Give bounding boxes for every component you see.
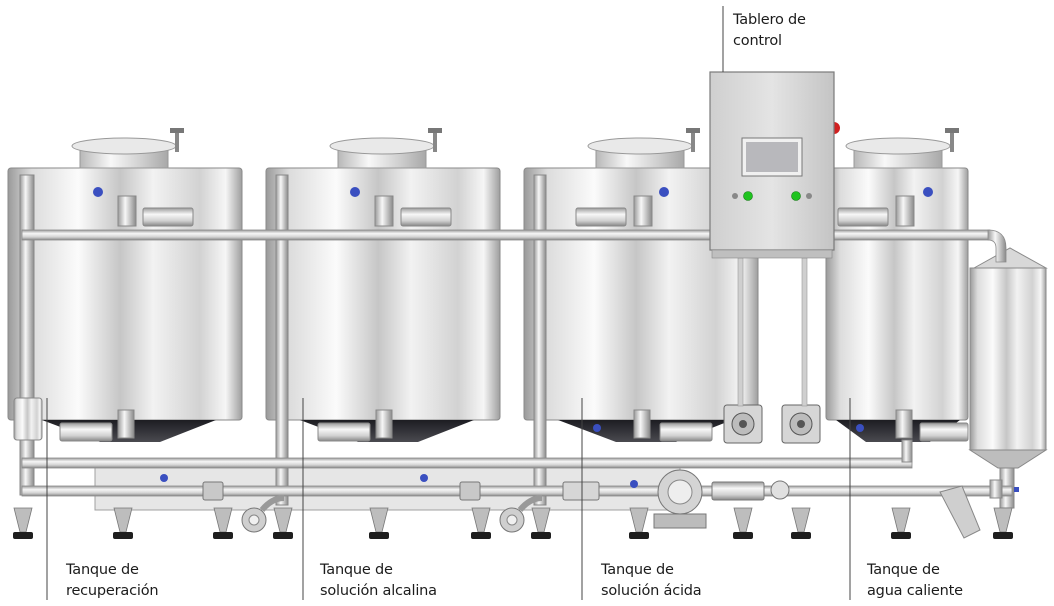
dosing-pumps (723, 257, 821, 444)
supply-manifold (21, 439, 1019, 539)
label-recovery-tank: Tanque de recuperación (66, 562, 159, 599)
leveling-feet (13, 507, 1013, 539)
alkaline-tank (265, 128, 501, 506)
manifold-valves (160, 424, 864, 501)
label-hot-water-tank: Tanque de agua caliente (867, 562, 963, 599)
leader-lines (46, 6, 851, 600)
hot-water-tank (825, 122, 969, 442)
recovery-tank (7, 128, 243, 496)
heat-exchanger (968, 247, 1048, 509)
label-alkaline-tank: Tanque de solución alcalina (320, 562, 437, 599)
return-pumps (241, 495, 543, 533)
label-control-panel: Tablero de control (733, 12, 806, 49)
control-panel (709, 71, 835, 259)
upper-return-pipe (21, 229, 1007, 263)
label-acid-tank: Tanque de solución ácida (601, 562, 702, 599)
supply-pump (653, 469, 790, 529)
